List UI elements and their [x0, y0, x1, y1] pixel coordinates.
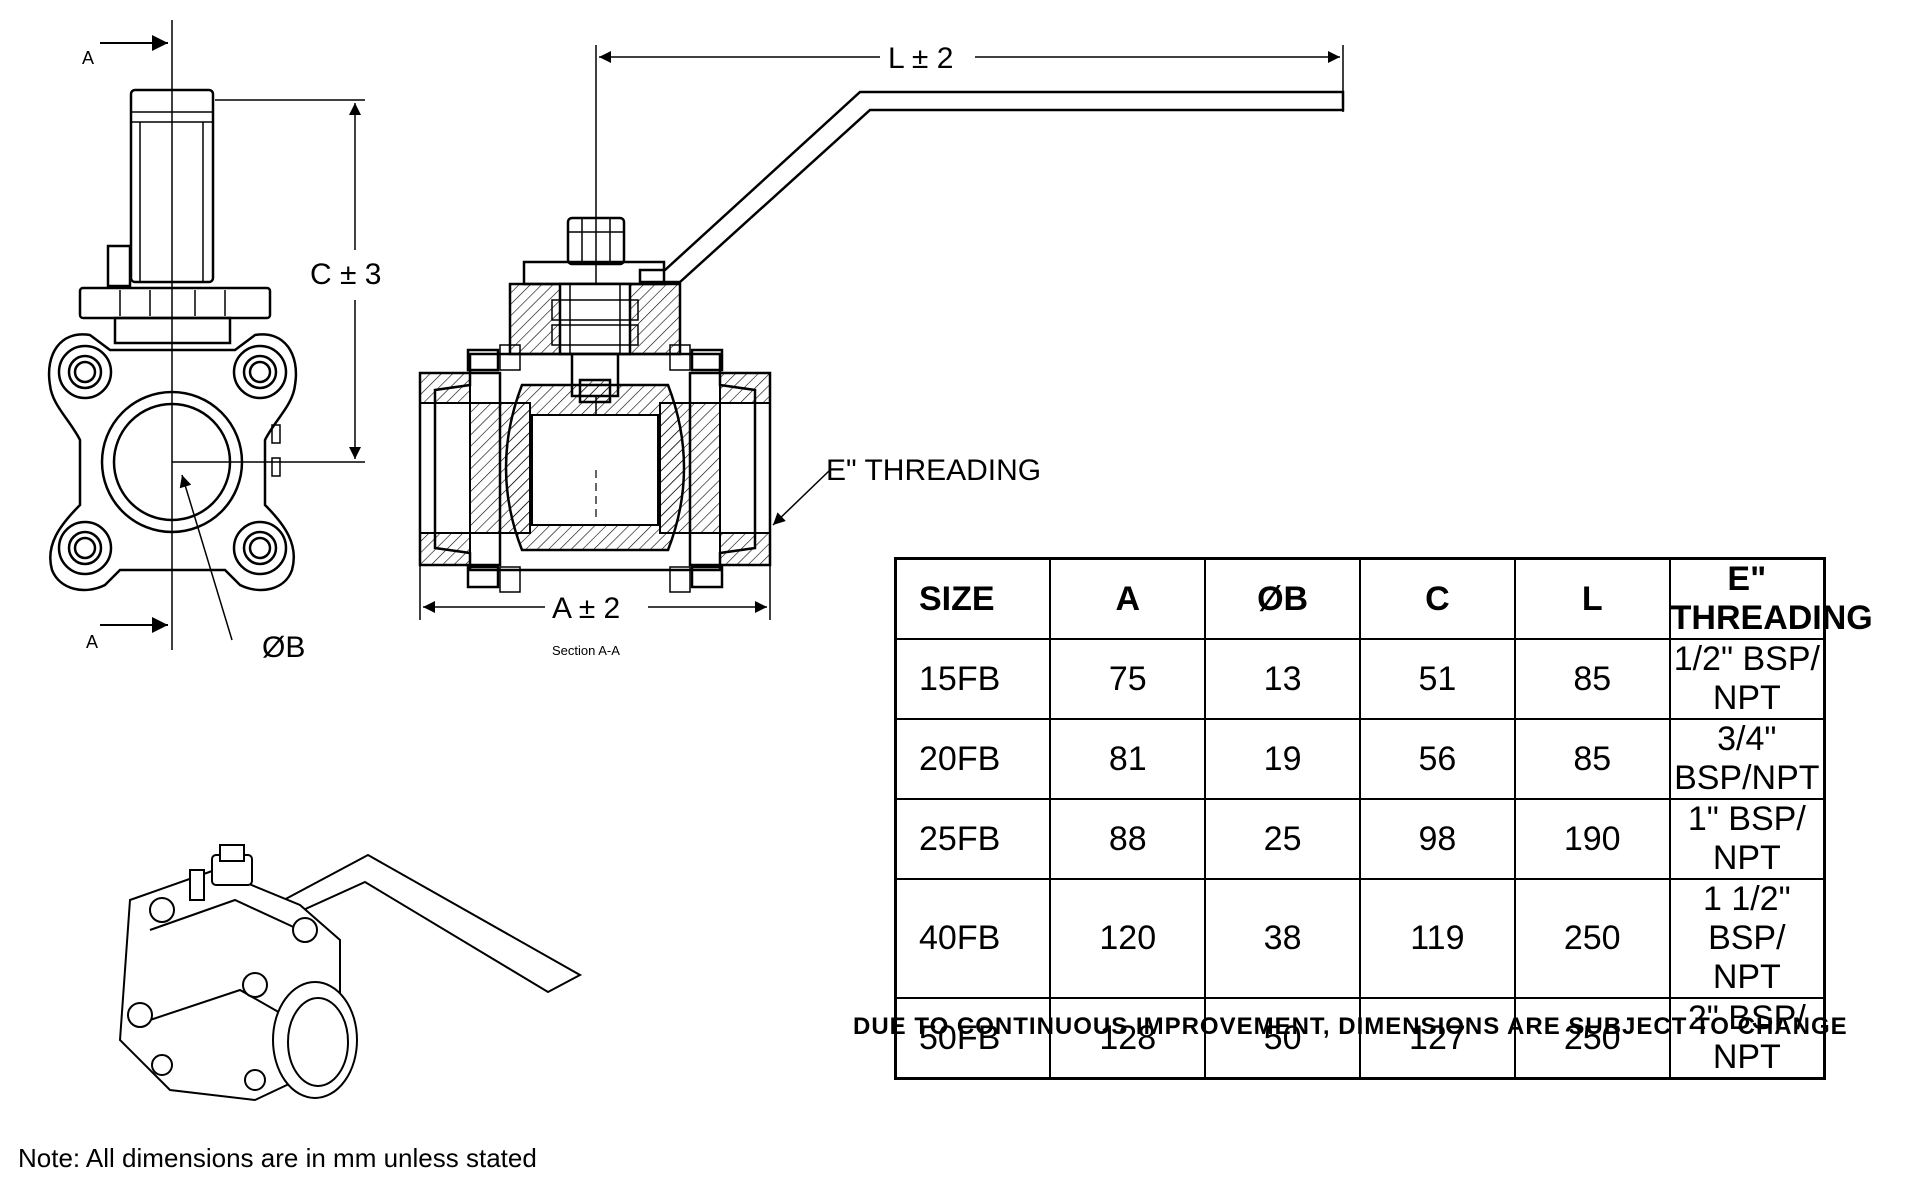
bolt-top-right: [232, 344, 288, 400]
section-view-labels: L ± 2 A ± 2 E" THREADING: [552, 42, 1041, 625]
cell-b: 19: [1204, 718, 1361, 800]
cell-threading: 1 1/2" BSP/ NPT: [1668, 878, 1826, 999]
cell-threading: 1/2" BSP/ NPT: [1668, 638, 1826, 720]
table-row: 20FB 81 19 56 85 3/4" BSP/NPT: [894, 718, 1826, 800]
dim-b-label: ØB: [262, 631, 305, 664]
end-cap-left: [419, 372, 531, 566]
section-caption: Section A-A: [552, 643, 620, 658]
bolt-head-tr: [690, 348, 724, 372]
iso-bolt-4: [242, 972, 268, 998]
dim-a-label: A ± 2: [552, 592, 620, 625]
cell-a: 88: [1049, 798, 1207, 880]
front-view: [47, 20, 365, 650]
cell-a: 120: [1049, 878, 1207, 999]
col-b: ØB: [1204, 557, 1361, 640]
end-cap-right: [659, 372, 771, 566]
col-threading: E" THREADING: [1668, 557, 1873, 640]
bolt-head-bl: [466, 565, 500, 589]
col-l: L: [1513, 557, 1671, 640]
cell-size: 40FB: [894, 878, 1052, 999]
footnote-text: Note: All dimensions are in mm unless st…: [18, 1143, 537, 1173]
table-row: 15FB 75 13 51 85 1/2" BSP/ NPT: [894, 638, 1826, 720]
cell-l: 85: [1513, 638, 1671, 720]
iso-bolt-1: [149, 897, 175, 923]
cell-threading: 1" BSP/ NPT: [1668, 798, 1826, 880]
valve-body: [47, 333, 298, 592]
col-c: C: [1358, 557, 1516, 640]
dimension-table: SIZE A ØB C L E" THREADING 15FB 75 13 51…: [894, 557, 1873, 1080]
packing-nut: [78, 286, 272, 320]
cell-a: 81: [1049, 718, 1207, 800]
dim-c-label: C ± 3: [310, 258, 381, 291]
col-a: A: [1049, 557, 1207, 640]
table-header-row: SIZE A ØB C L E" THREADING: [894, 557, 1873, 640]
threading-callout: E" THREADING: [826, 454, 1041, 487]
col-size: SIZE: [894, 557, 1052, 640]
cell-b: 13: [1204, 638, 1361, 720]
cell-a: 75: [1049, 638, 1207, 720]
bolt-bottom-left: [57, 520, 113, 576]
iso-bolt-3: [127, 1002, 153, 1028]
dim-l-label: L ± 2: [888, 42, 953, 75]
cell-c: 98: [1358, 798, 1516, 880]
table-row: 25FB 88 25 98 190 1" BSP/ NPT: [894, 798, 1826, 880]
disclaimer-text: DUE TO CONTINUOUS IMPROVEMENT, DIMENSION…: [853, 1013, 1848, 1040]
cell-l: 85: [1513, 718, 1671, 800]
bolt-head-tl: [466, 348, 500, 372]
cell-size: 50FB: [894, 997, 1052, 1080]
cell-size: 20FB: [894, 718, 1052, 800]
cell-b: 38: [1204, 878, 1361, 999]
bolt-head-br: [690, 565, 724, 589]
section-view: [418, 45, 1345, 620]
cell-size: 25FB: [894, 798, 1052, 880]
cell-c: 51: [1358, 638, 1516, 720]
cell-size: 15FB: [894, 638, 1052, 720]
cell-threading: 2" BSP/ NPT: [1668, 997, 1826, 1080]
cell-c: 127: [1358, 997, 1516, 1080]
table-row: 50FB 128 50 127 250 2" BSP/ NPT: [894, 997, 1826, 1080]
stem: [129, 88, 215, 284]
handle-lever: [638, 90, 1345, 284]
bolt-top-left: [57, 344, 113, 400]
cell-l: 250: [1513, 997, 1671, 1080]
front-view-labels: A A C ± 3 ØB: [82, 48, 381, 664]
cell-b: 25: [1204, 798, 1361, 880]
isometric-view: [118, 844, 583, 1102]
cell-l: 250: [1513, 878, 1671, 999]
cell-l: 190: [1513, 798, 1671, 880]
cell-b: 50: [1204, 997, 1361, 1080]
iso-bolt-6: [244, 1069, 266, 1091]
cell-threading: 3/4" BSP/NPT: [1668, 718, 1826, 800]
cell-c: 119: [1358, 878, 1516, 999]
iso-bolt-5: [151, 1054, 173, 1076]
section-marker-top: A: [82, 48, 94, 68]
handle-nut: [566, 216, 626, 266]
table-row: 40FB 120 38 119 250 1 1/2" BSP/ NPT: [894, 878, 1826, 999]
cell-c: 56: [1358, 718, 1516, 800]
cell-a: 128: [1049, 997, 1207, 1080]
section-marker-bottom: A: [86, 632, 98, 652]
bolt-bottom-right: [232, 520, 288, 576]
iso-bolt-2: [292, 917, 318, 943]
